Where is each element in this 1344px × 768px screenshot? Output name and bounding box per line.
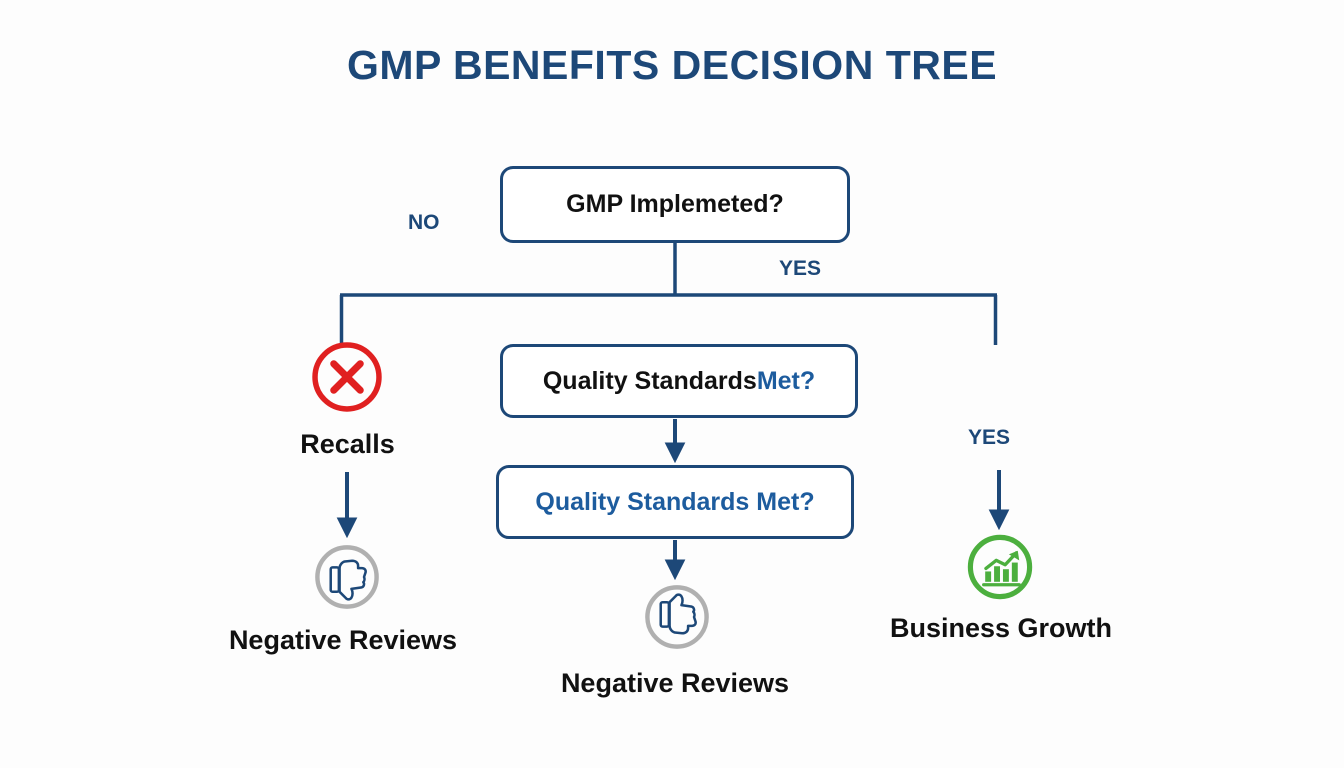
outcome-label-recalls: Recalls — [300, 429, 395, 459]
edge-label-no: NO — [408, 211, 440, 234]
outcome-label-negative-reviews-left: Negative Reviews — [228, 625, 458, 655]
edge-label-yes-right: YES — [968, 426, 1011, 449]
decision-node-q2-label: Quality Standards Met? — [535, 487, 815, 516]
decision-node-quality-standards-2[interactable]: Quality Standards Met? — [496, 465, 854, 539]
decision-node-root-label: GMP Implemeted? — [566, 190, 784, 218]
thumbs-up-icon — [640, 580, 714, 654]
decision-node-root[interactable]: GMP Implemeted? — [500, 166, 850, 243]
outcome-label-negative-reviews-center: Negative Reviews — [560, 668, 790, 698]
circle-x-icon — [308, 338, 386, 416]
decision-node-quality-standards-1[interactable]: Quality Standards Met? — [500, 344, 858, 418]
edge-label-yes-top: YES — [779, 257, 822, 280]
outcome-label-business-growth: Business Growth — [889, 613, 1113, 643]
thumbs-down-icon — [310, 540, 384, 614]
growth-chart-icon — [963, 530, 1037, 604]
decision-node-q1-label-plain: Quality Standards — [542, 366, 757, 395]
decision-node-q1-label-highlight: Met? — [756, 366, 816, 395]
page-title: GMP BENEFITS DECISION TREE — [346, 42, 998, 88]
